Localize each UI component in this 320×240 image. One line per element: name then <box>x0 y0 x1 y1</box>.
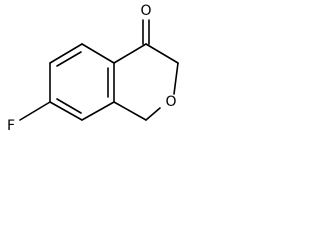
atom-oxygen-carbonyl: O <box>140 3 151 19</box>
bond-c-f <box>19 101 51 121</box>
bond-c4-c3 <box>145 43 179 64</box>
bond-ar-double-2 <box>56 98 82 114</box>
bond-ar-double-1 <box>56 51 82 67</box>
chemical-structure: O O F <box>7 3 179 134</box>
bond-c1-c8a <box>113 101 147 121</box>
bond-ar6 <box>81 43 115 64</box>
atom-fluorine: F <box>7 118 15 134</box>
bond-ar3 <box>49 101 83 121</box>
bond-ar4 <box>81 101 115 121</box>
bond-c3-o2 <box>173 62 179 95</box>
bond-c4a-c4 <box>113 43 147 64</box>
atom-oxygen-ring: O <box>165 94 176 110</box>
bond-o2-c1 <box>145 107 161 121</box>
bond-ar1 <box>49 43 83 64</box>
structure-canvas: O O F <box>0 0 188 138</box>
